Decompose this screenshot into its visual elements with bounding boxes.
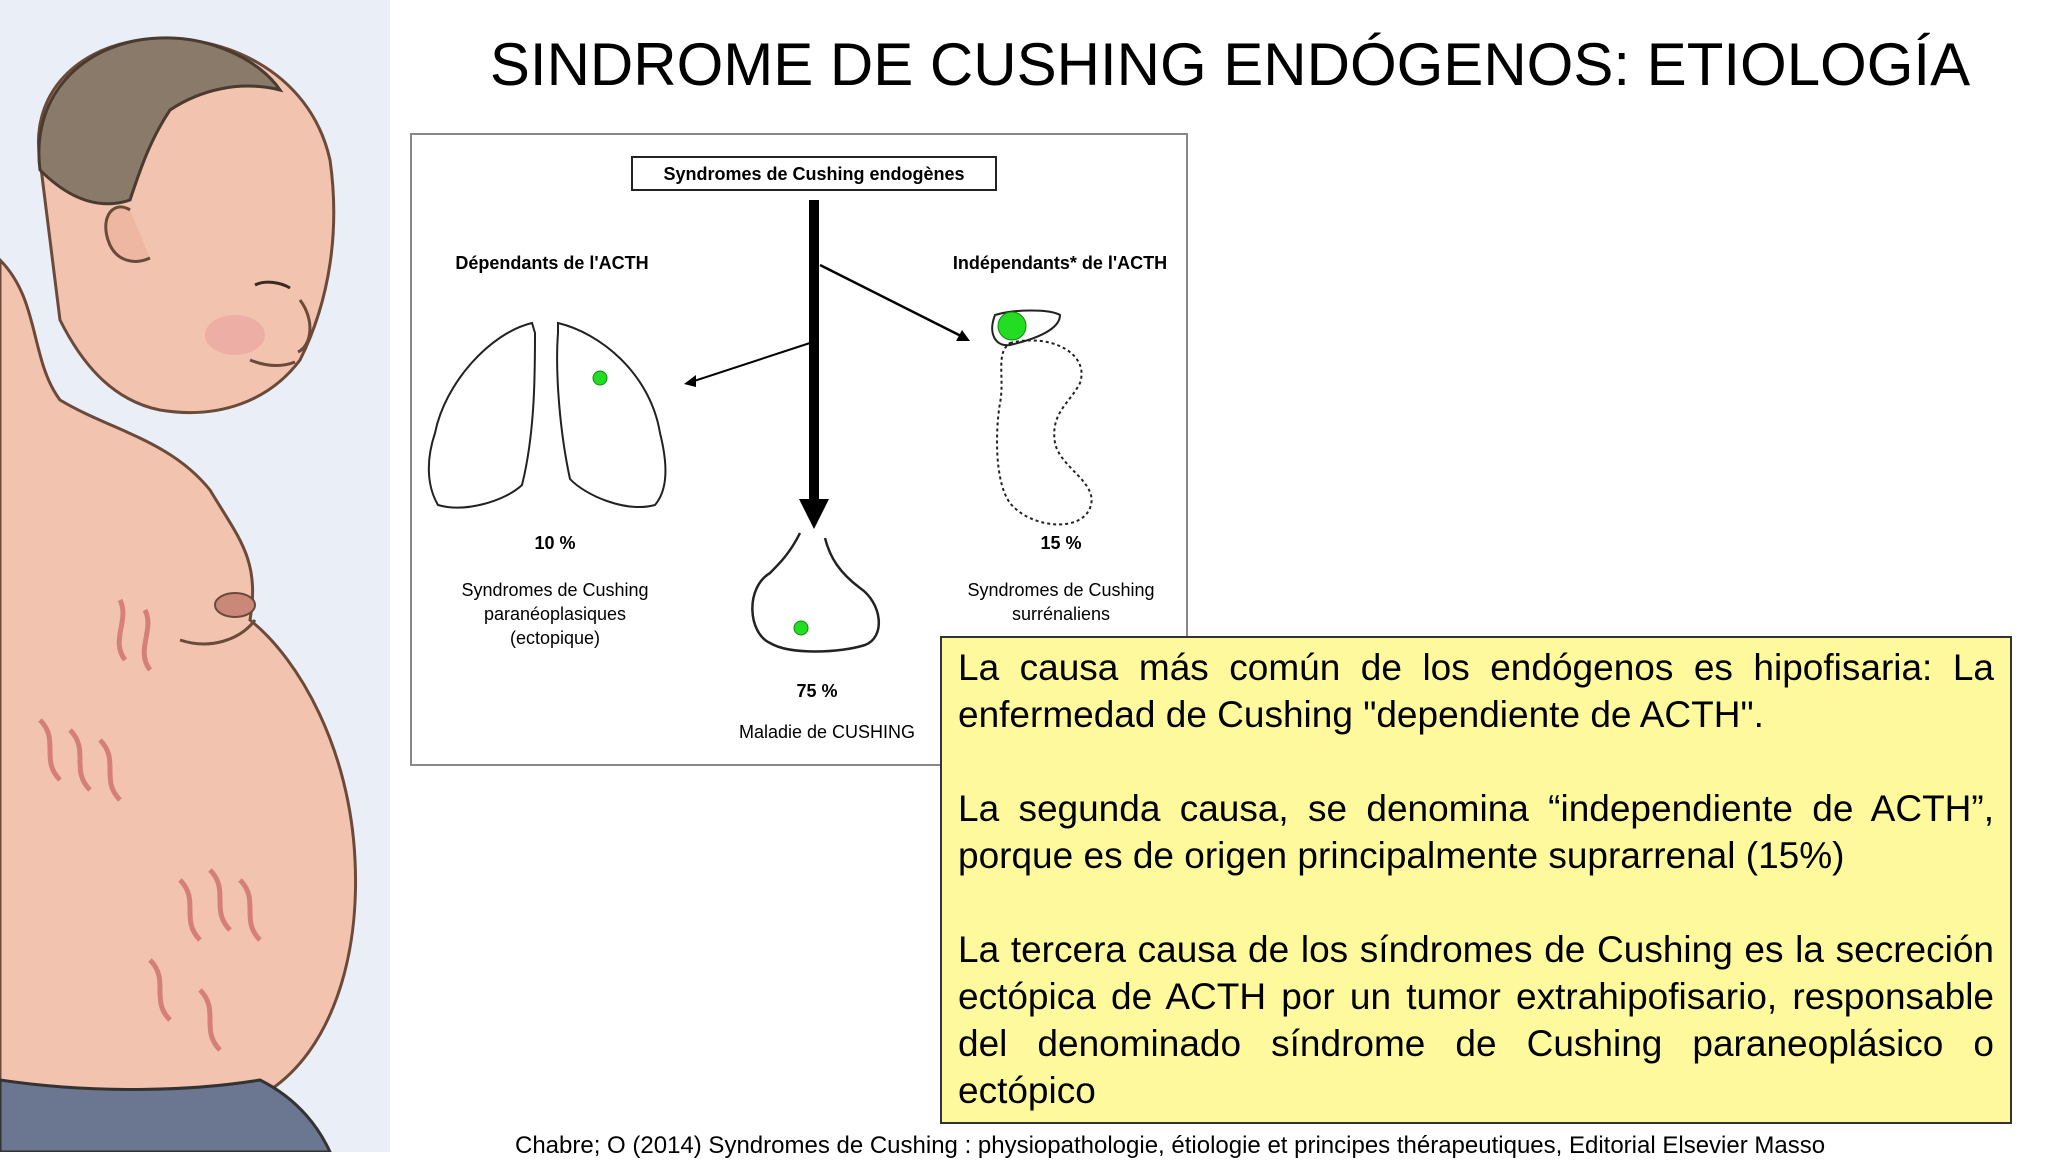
note-paragraph-2: La segunda causa, se denomina “independi… — [958, 788, 1994, 876]
right-header: Indépendants* de l'ACTH — [953, 253, 1167, 273]
right-arrow-head — [956, 330, 970, 341]
note-paragraph-3: La tercera causa de los síndromes de Cus… — [958, 929, 1994, 1111]
left-header: Dépendants de l'ACTH — [455, 253, 648, 273]
center-caption: Maladie de CUSHING — [739, 722, 915, 742]
center-percent: 75 % — [796, 681, 837, 701]
left-lung — [427, 321, 537, 509]
note-paragraph-1: La causa más común de los endógenos es h… — [958, 647, 1994, 735]
slide-title: SINDROME DE CUSHING ENDÓGENOS: ETIOLOGÍA — [489, 31, 1971, 98]
pituitary-gland — [751, 532, 880, 653]
citation: Chabre; O (2014) Syndromes de Cushing : … — [515, 1132, 1826, 1159]
right-percent: 15 % — [1040, 533, 1081, 553]
lung-tumor-dot — [592, 370, 608, 386]
kidney-outline — [996, 339, 1093, 526]
left-percent: 10 % — [534, 533, 575, 553]
left-caption-line1: Syndromes de Cushing — [461, 580, 648, 600]
left-caption-line2: paranéoplasiques — [484, 604, 626, 624]
left-caption-line3: (ectopique) — [510, 628, 600, 648]
right-caption-line2: surrénaliens — [1012, 604, 1110, 624]
right-caption-line1: Syndromes de Cushing — [967, 580, 1154, 600]
pituitary-tumor-dot — [793, 620, 809, 636]
adrenal-tumor-dot — [997, 311, 1027, 341]
root-label: Syndromes de Cushing endogènes — [663, 164, 964, 184]
left-arrow — [687, 342, 811, 384]
root-box — [631, 156, 997, 191]
adrenal-gland — [991, 309, 1062, 347]
explanation-note: La causa más común de los endógenos es h… — [940, 636, 2012, 1124]
right-lung — [556, 321, 667, 508]
left-arrow-head — [684, 375, 696, 387]
patient-illustration — [0, 0, 390, 1152]
right-arrow — [819, 263, 966, 340]
main-arrow-head — [799, 499, 829, 529]
